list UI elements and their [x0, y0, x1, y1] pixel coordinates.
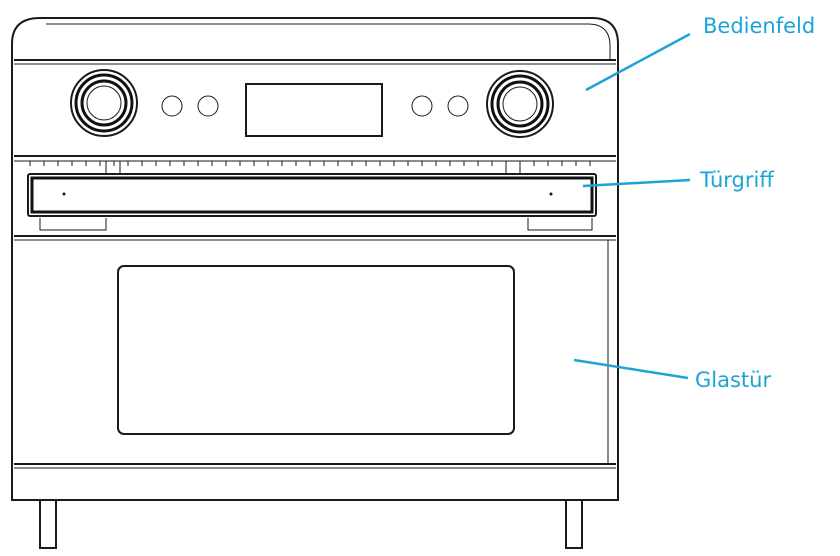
left-knob-icon [70, 69, 138, 137]
oven-body [11, 17, 619, 501]
right-button-2 [447, 95, 469, 117]
body-outer-outline [11, 17, 619, 501]
glass-door [14, 235, 616, 469]
right-knob-icon [486, 70, 554, 138]
left-foot [39, 499, 57, 549]
callout-leaders [573, 32, 691, 380]
left-button-1 [161, 95, 183, 117]
body-inner-top [46, 23, 611, 60]
leader-glass-door [573, 358, 689, 380]
leader-control-panel [585, 32, 691, 92]
handle-bar [27, 173, 597, 217]
glass-window [117, 265, 515, 435]
handle-bar-inner [30, 176, 594, 214]
handle-dot-left [62, 192, 66, 196]
handle-bracket-right [527, 218, 593, 231]
right-foot [565, 499, 583, 549]
door-handle [27, 161, 597, 231]
leader-door-handle [582, 178, 691, 188]
oven-feet [39, 499, 583, 549]
handle-bracket-left [39, 218, 107, 231]
left-button-2 [197, 95, 219, 117]
callout-control-panel-label: Bedienfeld [703, 14, 816, 38]
handle-dot-right [549, 192, 553, 196]
control-panel [14, 69, 616, 166]
vent-slots [29, 161, 591, 166]
callout-glass-door-label: Glastür [695, 368, 772, 392]
callout-door-handle-label: Türgriff [700, 168, 774, 192]
right-button-1 [411, 95, 433, 117]
display-icon [245, 83, 383, 137]
